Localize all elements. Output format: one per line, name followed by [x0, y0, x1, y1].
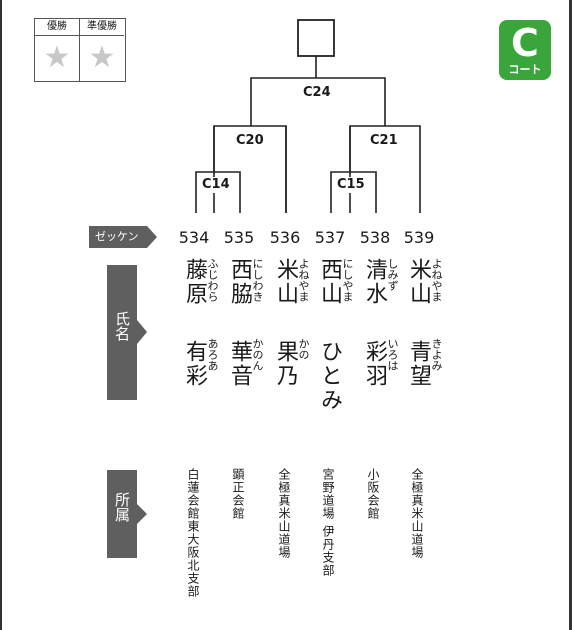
given-name: 青望 — [406, 340, 431, 388]
given-name: 華音 — [227, 340, 252, 388]
competitor-number: 538 — [359, 228, 391, 247]
given-name-kana: いろは — [386, 338, 399, 371]
family-name: 米山 — [273, 258, 298, 306]
competitor-number: 539 — [403, 228, 435, 247]
court-letter: C — [511, 21, 539, 65]
family-name: 西脇 — [227, 258, 252, 306]
left-border — [0, 0, 2, 630]
match-label-q-left: C14 — [200, 177, 232, 193]
final-bracket — [250, 77, 386, 126]
match-label-semi-left: C20 — [234, 133, 266, 149]
family-name: 清水 — [362, 258, 387, 306]
family-name-kana: にしやま — [341, 258, 354, 302]
given-name: ひとみ — [317, 340, 342, 412]
affiliation-section-label: 所属 — [113, 492, 131, 522]
given-name-kana: かの — [297, 338, 310, 360]
court-badge: C コート — [499, 20, 551, 80]
competitor-number: 535 — [223, 228, 255, 247]
given-name-kana: かのん — [251, 338, 264, 371]
runner-up-header: 準優勝 — [80, 19, 124, 36]
q-right-bracket — [330, 171, 377, 213]
affiliation-section-tag: 所属 — [107, 470, 147, 558]
zekken-tag: ゼッケン — [89, 226, 157, 248]
given-name: 果乃 — [273, 340, 298, 388]
affiliation: 小阪会館 — [366, 468, 380, 520]
match-label-final: C24 — [301, 85, 333, 101]
winner-table: 優勝 準優勝 ★ ★ — [34, 18, 126, 82]
competitor-number: 537 — [314, 228, 346, 247]
right-border — [569, 0, 572, 630]
affiliation: 白蓮会館東大阪北支部 — [186, 468, 200, 598]
name-section-tag: 氏名 — [107, 265, 147, 400]
family-name: 西山 — [317, 258, 342, 306]
zekken-label: ゼッケン — [95, 230, 139, 243]
runner-up-star-icon: ★ — [88, 40, 116, 75]
family-name: 藤原 — [182, 258, 207, 306]
given-name: 有彩 — [182, 340, 207, 388]
given-name-kana: あろあ — [206, 338, 219, 371]
champion-box — [297, 19, 335, 57]
match-label-q-right: C15 — [335, 177, 367, 193]
family-name-kana: よねやま — [430, 258, 443, 302]
winner-header: 優勝 — [35, 19, 80, 36]
family-name-kana: よねやま — [297, 258, 310, 302]
given-name: 彩羽 — [362, 340, 387, 388]
affiliation: 宮野道場 伊丹支部 — [321, 468, 335, 577]
family-name-kana: しみず — [386, 258, 399, 291]
affiliation: 顕正会館 — [231, 468, 245, 520]
competitor-number: 534 — [178, 228, 210, 247]
affiliation: 全極真米山道場 — [277, 468, 291, 559]
competitor-number: 536 — [269, 228, 301, 247]
family-name-kana: ふじわら — [206, 258, 219, 302]
match-label-semi-right: C21 — [368, 133, 400, 149]
family-name-kana: にしわき — [251, 258, 264, 302]
winner-star-icon: ★ — [35, 36, 80, 81]
affiliation: 全極真米山道場 — [410, 468, 424, 559]
name-section-label: 氏名 — [113, 311, 131, 341]
q-left-bracket — [195, 171, 241, 213]
given-name-kana: きよみ — [430, 338, 443, 371]
court-sub: コート — [508, 63, 542, 76]
family-name: 米山 — [406, 258, 431, 306]
